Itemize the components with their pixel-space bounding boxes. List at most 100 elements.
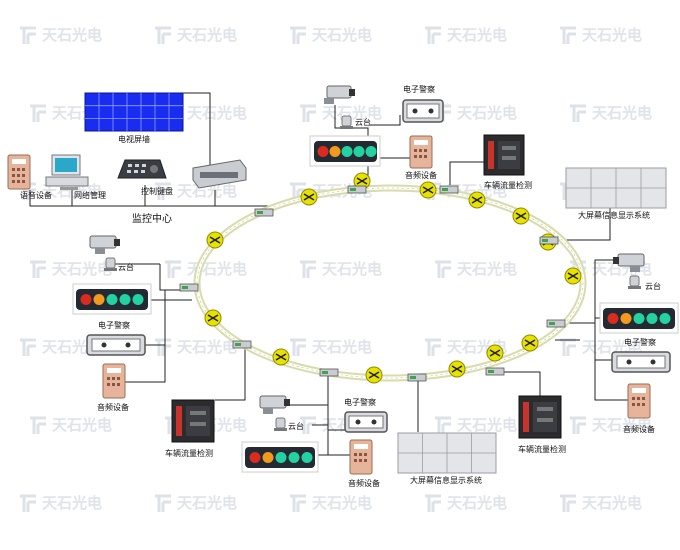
ptz-bottom xyxy=(274,417,287,431)
ptz-right xyxy=(628,275,641,289)
watermark-text: 天石光电 xyxy=(52,260,112,278)
watermark-mark: 天石光电 xyxy=(30,416,112,434)
watermark-mark: 天石光电 xyxy=(300,260,382,278)
vehicle-flow-detector-bottom xyxy=(518,395,562,439)
tf-logo-watermark-icon xyxy=(20,338,36,356)
traffic-signal-top xyxy=(309,135,381,167)
tf-logo-watermark-icon xyxy=(30,260,46,278)
watermark-text: 天石光电 xyxy=(312,338,372,356)
fiber-transceiver-icon xyxy=(232,340,252,349)
camera-bottom xyxy=(259,395,290,414)
fiber-transceiver-icon xyxy=(539,236,559,245)
tf-logo-watermark-icon xyxy=(290,494,306,512)
tf-logo-watermark-icon xyxy=(560,338,576,356)
traffic-signal-right xyxy=(599,302,679,334)
camera-top xyxy=(324,85,355,104)
camera-right xyxy=(613,253,645,272)
watermark-text: 天石光电 xyxy=(582,26,642,44)
watermark-mark: 天石光电 xyxy=(20,494,102,512)
e-police-controller-bottom xyxy=(344,411,388,433)
ring-node-icon xyxy=(206,231,224,249)
watermark-text: 天石光电 xyxy=(177,494,237,512)
watermark-text: 天石光电 xyxy=(457,416,517,434)
monitoring-center-label: 监控中心 xyxy=(132,212,172,225)
fiber-transceiver-icon xyxy=(546,319,566,328)
watermark-text: 天石光电 xyxy=(322,260,382,278)
tv-wall xyxy=(84,92,184,132)
watermark-text: 天石光电 xyxy=(52,416,112,434)
watermark-mark: 天石光电 xyxy=(155,26,237,44)
tf-logo-watermark-icon xyxy=(300,104,316,122)
watermark-mark: 天石光电 xyxy=(570,416,652,434)
watermark-mark: 天石光电 xyxy=(165,260,247,278)
watermark-text: 天石光电 xyxy=(582,494,642,512)
ptz-top-label: 云台 xyxy=(355,117,371,127)
watermark-mark: 天石光电 xyxy=(570,104,652,122)
watermark-text: 天石光电 xyxy=(447,494,507,512)
watermark-text: 天石光电 xyxy=(312,494,372,512)
audio-right-label: 音频设备 xyxy=(623,424,655,434)
ring-node-icon xyxy=(486,344,504,362)
ptz-right-label: 云台 xyxy=(645,281,661,291)
tf-logo-watermark-icon xyxy=(300,260,316,278)
bigscreen-bottom-label: 大屏幕信息显示系统 xyxy=(410,475,482,485)
fiber-transceivers xyxy=(179,185,566,382)
ring-node-icon xyxy=(448,360,466,378)
large-screen-right xyxy=(565,167,667,209)
traffic-signal-left xyxy=(72,283,152,315)
watermark-mark: 天石光电 xyxy=(425,26,507,44)
tf-logo-watermark-icon xyxy=(30,416,46,434)
tf-logo-watermark-icon xyxy=(570,104,586,122)
fiber-transceiver-icon xyxy=(347,185,367,194)
watermark-text: 天石光电 xyxy=(592,416,652,434)
control-keyboard-label: 控制键盘 xyxy=(141,186,173,196)
watermark-text: 天石光电 xyxy=(457,104,517,122)
fiber-transceiver-icon xyxy=(179,283,199,292)
tf-logo-watermark-icon xyxy=(20,26,36,44)
fiber-transceiver-icon xyxy=(319,368,339,377)
vehicle-flow-detector-top xyxy=(483,134,525,176)
watermark-mark: 天石光电 xyxy=(560,494,642,512)
tf-logo-watermark-icon xyxy=(155,338,171,356)
police-top-label: 电子警察 xyxy=(403,84,435,94)
network-management-label: 网络管理 xyxy=(74,190,106,200)
tf-logo-watermark-icon xyxy=(560,26,576,44)
police-bottom-label: 电子警察 xyxy=(344,397,376,407)
police-left-label: 电子警察 xyxy=(98,320,130,330)
audio-device-bottom xyxy=(349,439,373,475)
watermark-mark: 天石光电 xyxy=(155,338,237,356)
watermark-text: 天石光电 xyxy=(42,26,102,44)
voice-device-label: 语音设备 xyxy=(20,190,52,200)
e-police-controller-top xyxy=(402,99,444,123)
tf-logo-watermark-icon xyxy=(20,494,36,512)
tf-logo-watermark-icon xyxy=(165,260,181,278)
tf-logo-watermark-icon xyxy=(300,416,316,434)
vehicle-flow-detector-left xyxy=(171,399,215,443)
tf-logo-watermark-icon xyxy=(560,494,576,512)
watermark-mark: 天石光电 xyxy=(20,26,102,44)
watermark-mark: 天石光电 xyxy=(30,260,112,278)
watermark-mark: 天石光电 xyxy=(435,104,517,122)
ring-node-icon xyxy=(512,207,530,225)
voice-device xyxy=(7,154,31,190)
tf-logo-watermark-icon xyxy=(570,416,586,434)
audio-device-top xyxy=(409,135,433,169)
watermark-text: 天石光电 xyxy=(187,104,247,122)
watermark-text: 天石光电 xyxy=(447,26,507,44)
tf-logo-watermark-icon xyxy=(425,26,441,44)
audio-device-left xyxy=(102,363,126,399)
ptz-left-label: 云台 xyxy=(118,262,134,272)
video-matrix-host xyxy=(192,159,247,189)
tf-logo-watermark-icon xyxy=(155,494,171,512)
ring-node-icon xyxy=(300,188,318,206)
tf-logo-watermark-icon xyxy=(425,338,441,356)
tf-logo-watermark-icon xyxy=(425,494,441,512)
watermark-mark: 天石光电 xyxy=(290,26,372,44)
flow-bottom-label: 车辆流量检测 xyxy=(518,444,566,454)
audio-bottom-label: 音频设备 xyxy=(348,478,380,488)
tf-logo-watermark-icon xyxy=(290,26,306,44)
ring-node-icon xyxy=(521,334,539,352)
control-keyboard xyxy=(117,159,167,179)
bigscreen-right-label: 大屏幕信息显示系统 xyxy=(578,210,650,220)
